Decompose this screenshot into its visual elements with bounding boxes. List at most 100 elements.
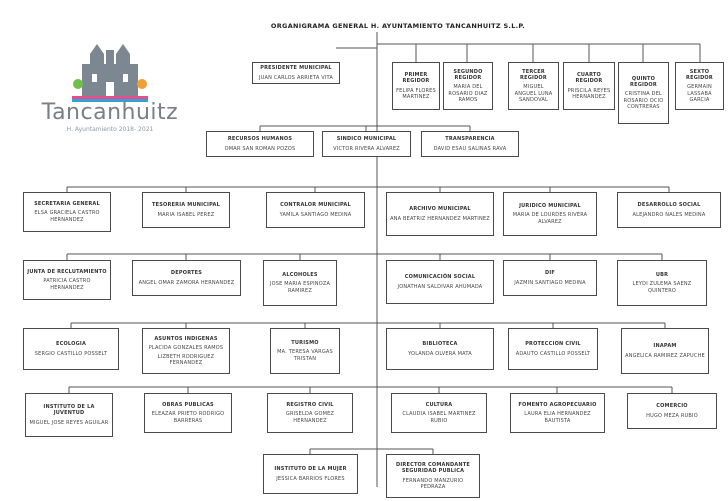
church-building-icon	[72, 44, 148, 102]
node-fomento-agropecuario: FOMENTO AGROPECUARIO LAURA ELIA HERNANDE…	[510, 393, 605, 433]
node-title: PRIMER REGIDOR	[402, 72, 430, 85]
node-registro-civil: REGISTRO CIVIL GRISELDA GOMEZ HERNANDEZ	[267, 393, 353, 433]
node-regidor-1: PRIMER REGIDOR FELIPA FLORES MARTINEZ	[392, 62, 440, 110]
node-title: JURIDICO MUNICIPAL	[519, 203, 581, 210]
node-name: CRISTINA DEL ROSARIO OCIO CONTRERAS	[623, 91, 664, 110]
node-regidor-6: SEXTO REGIDOR GERMAIN LASSABA GARCIA	[675, 62, 724, 110]
node-name: VICTOR RIVERA ALVAREZ	[333, 145, 400, 152]
node-name: GERMAIN LASSABA GARCIA	[687, 84, 712, 103]
node-title: SECRETARIA GENERAL	[34, 201, 100, 208]
node-name: DAVID ESAU SALINAS RAVA	[433, 145, 507, 152]
node-contralor: CONTRALOR MUNICIPAL YAMILA SANTIAGO MEDI…	[266, 192, 365, 228]
node-title: TESORERIA MUNICIPAL	[152, 202, 220, 209]
node-name: SERGIO CASTILLO POSSELT	[34, 350, 108, 357]
node-cultura: CULTURA CLAUDIA ISABEL MARTINEZ RUBIO	[391, 393, 487, 433]
node-title: PROTECCION CIVIL	[525, 341, 581, 348]
node-title: ECOLOGIA	[55, 341, 87, 348]
node-title: ASUNTOS INDIGENAS	[154, 335, 218, 342]
node-recursos-humanos: RECURSOS HUMANOS OMAR SAN ROMAN POZOS	[206, 131, 314, 157]
node-comercio: COMERCIO HUGO MEZA RUBIO	[627, 393, 717, 429]
node-title: DEPORTES	[170, 270, 203, 277]
logo-subtitle: H. Ayuntamiento 2018- 2021	[66, 126, 154, 133]
node-name: ANGEL OMAR ZAMORA HERNANDEZ	[138, 279, 235, 286]
node-regidor-3: TERCER REGIDOR MIGUEL ANGUEL LUNA SANDOV…	[508, 62, 559, 110]
node-name: GRISELDA GOMEZ HERNANDEZ	[285, 411, 335, 424]
node-title: TRANSPARENCIA	[445, 136, 495, 143]
node-name: JAZMIN SANTIAGO MEDINA	[514, 279, 586, 286]
node-name: JESSICA BARRIOS FLORES	[276, 475, 345, 482]
node-title: INAPAM	[653, 343, 677, 350]
node-instituto-mujer: INSTITUTO DE LA MUJER JESSICA BARRIOS FL…	[263, 454, 358, 494]
node-name: MARIA DE LOURDES RIVERA ALVAREZ	[512, 212, 588, 225]
node-name: FERNANDO MANZURIO PEDRAZA	[402, 477, 464, 490]
node-title: PRESIDENTE MUNICIPAL	[260, 65, 332, 72]
node-title: INSTITUTO DE LA JUVENTUD	[43, 404, 95, 417]
node-transparencia: TRANSPARENCIA DAVID ESAU SALINAS RAVA	[421, 131, 519, 157]
node-title: ALCOHOLES	[282, 272, 318, 279]
node-name: LAURA ELIA HERNANDEZ BAUTISTA	[524, 411, 591, 424]
node-title: FOMENTO AGROPECUARIO	[518, 402, 597, 409]
node-name: MA. TERESA VARGAS TRISTAN	[277, 349, 333, 362]
node-name-secondary: LIZBETH RODRIGUEZ FERNANDEZ	[157, 354, 215, 367]
node-name: ELSA GRACIELA CASTRO HERNANDEZ	[34, 210, 100, 223]
node-name: HUGO MEZA RUBIO	[646, 412, 698, 419]
chart-title: ORGANIGRAMA GENERAL H. AYUNTAMIENTO TANC…	[270, 22, 526, 30]
node-title: INSTITUTO DE LA MUJER	[274, 466, 347, 473]
node-title: ARCHIVO MUNICIPAL	[409, 206, 471, 213]
node-name: MIGUEL JOSE REYES AGUILAR	[29, 419, 109, 426]
node-title: REGISTRO CIVIL	[286, 402, 334, 409]
node-title: SEXTO REGIDOR	[686, 68, 713, 82]
node-title: CULTURA	[425, 402, 453, 409]
node-name: FELIPA FLORES MARTINEZ	[396, 87, 436, 100]
node-name: JONATHAN SALDIVAR AHUMADA	[397, 283, 483, 290]
node-desarrollo-social: DESARROLLO SOCIAL ALEJANDRO NALES MEDINA	[617, 192, 721, 228]
node-tesoreria: TESORERIA MUNICIPAL MARIA ISABEL PEREZ	[142, 192, 230, 228]
node-obras-publicas: OBRAS PUBLICAS ELEAZAR PRIETO RODRIGO BA…	[144, 393, 232, 433]
municipality-logo: Tancanhuitz H. Ayuntamiento 2018- 2021	[30, 40, 190, 150]
node-title: CUARTO REGIDOR	[575, 72, 603, 85]
node-name: ANGELICA RAMIREZ ZAPUCHE	[625, 352, 705, 359]
logo-name: Tancanhuitz	[41, 100, 179, 125]
node-instituto-juventud: INSTITUTO DE LA JUVENTUD MIGUEL JOSE REY…	[25, 393, 113, 437]
node-title: JUNTA DE RECLUTAMIENTO	[27, 269, 107, 276]
node-name: ADAUTO CASTILLO POSSELT	[515, 350, 591, 357]
node-name: MARIA DEL ROSARIO DIAZ RAMOS	[448, 84, 488, 103]
node-turismo: TURISMO MA. TERESA VARGAS TRISTAN	[270, 328, 340, 374]
node-dif: DIF JAZMIN SANTIAGO MEDINA	[503, 260, 597, 296]
node-regidor-5: QUINTO REGIDOR CRISTINA DEL ROSARIO OCIO…	[618, 62, 669, 124]
node-archivo: ARCHIVO MUNICIPAL ANA BEATRIZ HERNANDEZ …	[386, 192, 494, 236]
node-comunicacion-social: COMUNICACIÓN SOCIAL JONATHAN SALDIVAR AH…	[386, 260, 494, 304]
node-name: JOSE MARIA ESPINOZA RAMIREZ	[269, 281, 331, 294]
node-title: CONTRALOR MUNICIPAL	[280, 202, 351, 209]
node-inapam: INAPAM ANGELICA RAMIREZ ZAPUCHE	[621, 328, 709, 374]
node-name: PRISCILA REYES HERNANDEZ	[567, 87, 611, 100]
node-name: ALEJANDRO NALES MEDINA	[632, 211, 706, 218]
node-name: PLACIDA GONZALES RAMOS	[148, 344, 224, 351]
node-juridico: JURIDICO MUNICIPAL MARIA DE LOURDES RIVE…	[503, 192, 597, 236]
node-name: YOLANDA OLVERA MATA	[408, 350, 472, 357]
node-title: TERCER REGIDOR	[520, 68, 547, 82]
node-title: OBRAS PUBLICAS	[162, 402, 214, 409]
node-title: SINDICO MUNICIPAL	[336, 136, 397, 143]
node-sindico: SINDICO MUNICIPAL VICTOR RIVERA ALVAREZ	[322, 131, 411, 157]
node-name: MIGUEL ANGUEL LUNA SANDOVAL	[514, 84, 553, 103]
node-title: SEGUNDO REGIDOR	[453, 68, 483, 82]
node-name: ELEAZAR PRIETO RODRIGO BARRERAS	[151, 411, 225, 424]
node-title: COMERCIO	[656, 403, 688, 410]
node-secretaria: SECRETARIA GENERAL ELSA GRACIELA CASTRO …	[23, 192, 111, 232]
node-title: DESARROLLO SOCIAL	[637, 202, 701, 209]
node-alcoholes: ALCOHOLES JOSE MARIA ESPINOZA RAMIREZ	[263, 260, 337, 306]
node-junta-reclutamiento: JUNTA DE RECLUTAMIENTO PATRICIA CASTRO H…	[23, 260, 111, 300]
node-regidor-4: CUARTO REGIDOR PRISCILA REYES HERNANDEZ	[563, 62, 615, 110]
node-title: BIBLIOTECA	[422, 341, 458, 348]
node-proteccion-civil: PROTECCION CIVIL ADAUTO CASTILLO POSSELT	[508, 328, 598, 370]
node-biblioteca: BIBLIOTECA YOLANDA OLVERA MATA	[386, 328, 494, 370]
node-title: COMUNICACIÓN SOCIAL	[404, 274, 476, 281]
node-name: YAMILA SANTIAGO MEDINA	[279, 211, 352, 218]
node-title: RECURSOS HUMANOS	[227, 136, 293, 143]
node-name: OMAR SAN ROMAN POZOS	[224, 145, 296, 152]
node-title: UBR	[655, 272, 669, 279]
node-regidor-2: SEGUNDO REGIDOR MARIA DEL ROSARIO DIAZ R…	[443, 62, 493, 110]
